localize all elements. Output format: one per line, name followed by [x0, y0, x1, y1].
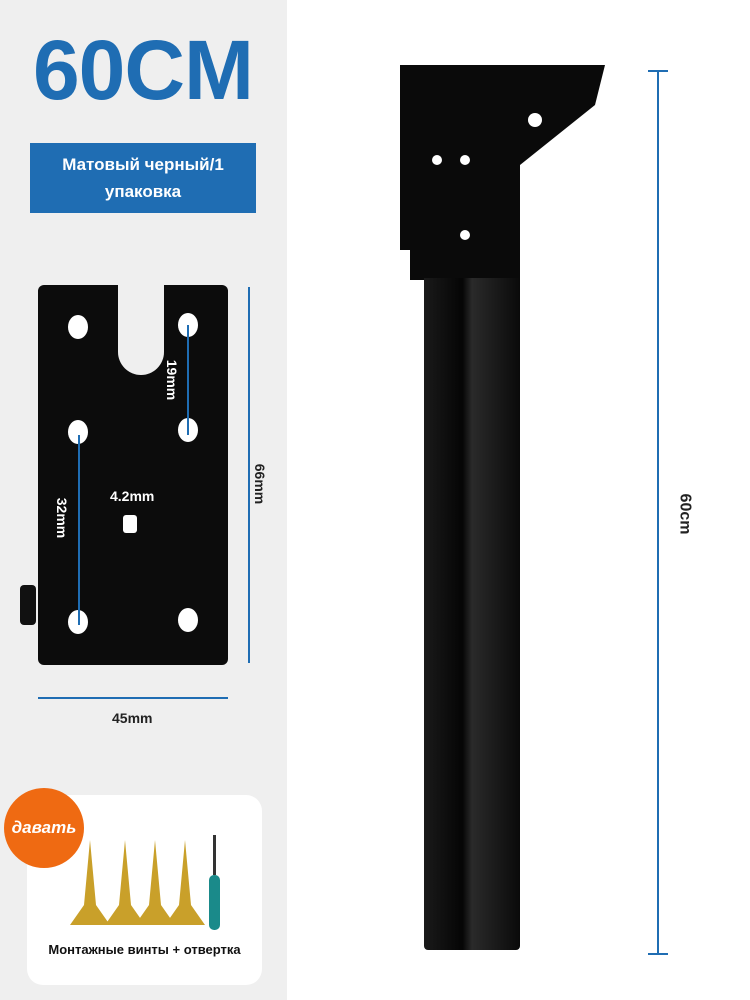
- dim-line: [78, 435, 80, 625]
- height-dim-line: [657, 70, 659, 955]
- dim-cap: [648, 953, 668, 955]
- dim-line: [38, 697, 228, 699]
- hole: [178, 608, 198, 632]
- leg-bracket-image: [400, 65, 605, 280]
- dim-cap: [648, 70, 668, 72]
- bracket-notch: [118, 285, 164, 375]
- dim-line: [248, 287, 250, 663]
- dim-32: 32mm: [54, 497, 71, 539]
- variant-label: Матовый черный/1 упаковка: [30, 143, 256, 213]
- leg-tube: [424, 278, 520, 950]
- hole: [68, 420, 88, 444]
- knob: [20, 585, 36, 625]
- height-label: 60cm: [676, 493, 694, 535]
- bracket-image: [38, 285, 228, 665]
- dim-line: [187, 325, 189, 435]
- kit-caption: Монтажные винты + отвертка: [48, 942, 241, 957]
- slot: [123, 515, 137, 533]
- dim-45: 45mm: [112, 710, 153, 726]
- badge: давать: [4, 788, 84, 868]
- screws-icon: [70, 835, 220, 930]
- hole: [68, 315, 88, 339]
- dim-19: 19mm: [164, 359, 181, 401]
- size-title: 60CM: [32, 23, 254, 117]
- dim-66: 66mm: [252, 463, 269, 505]
- dim-hole: 4.2mm: [110, 488, 155, 504]
